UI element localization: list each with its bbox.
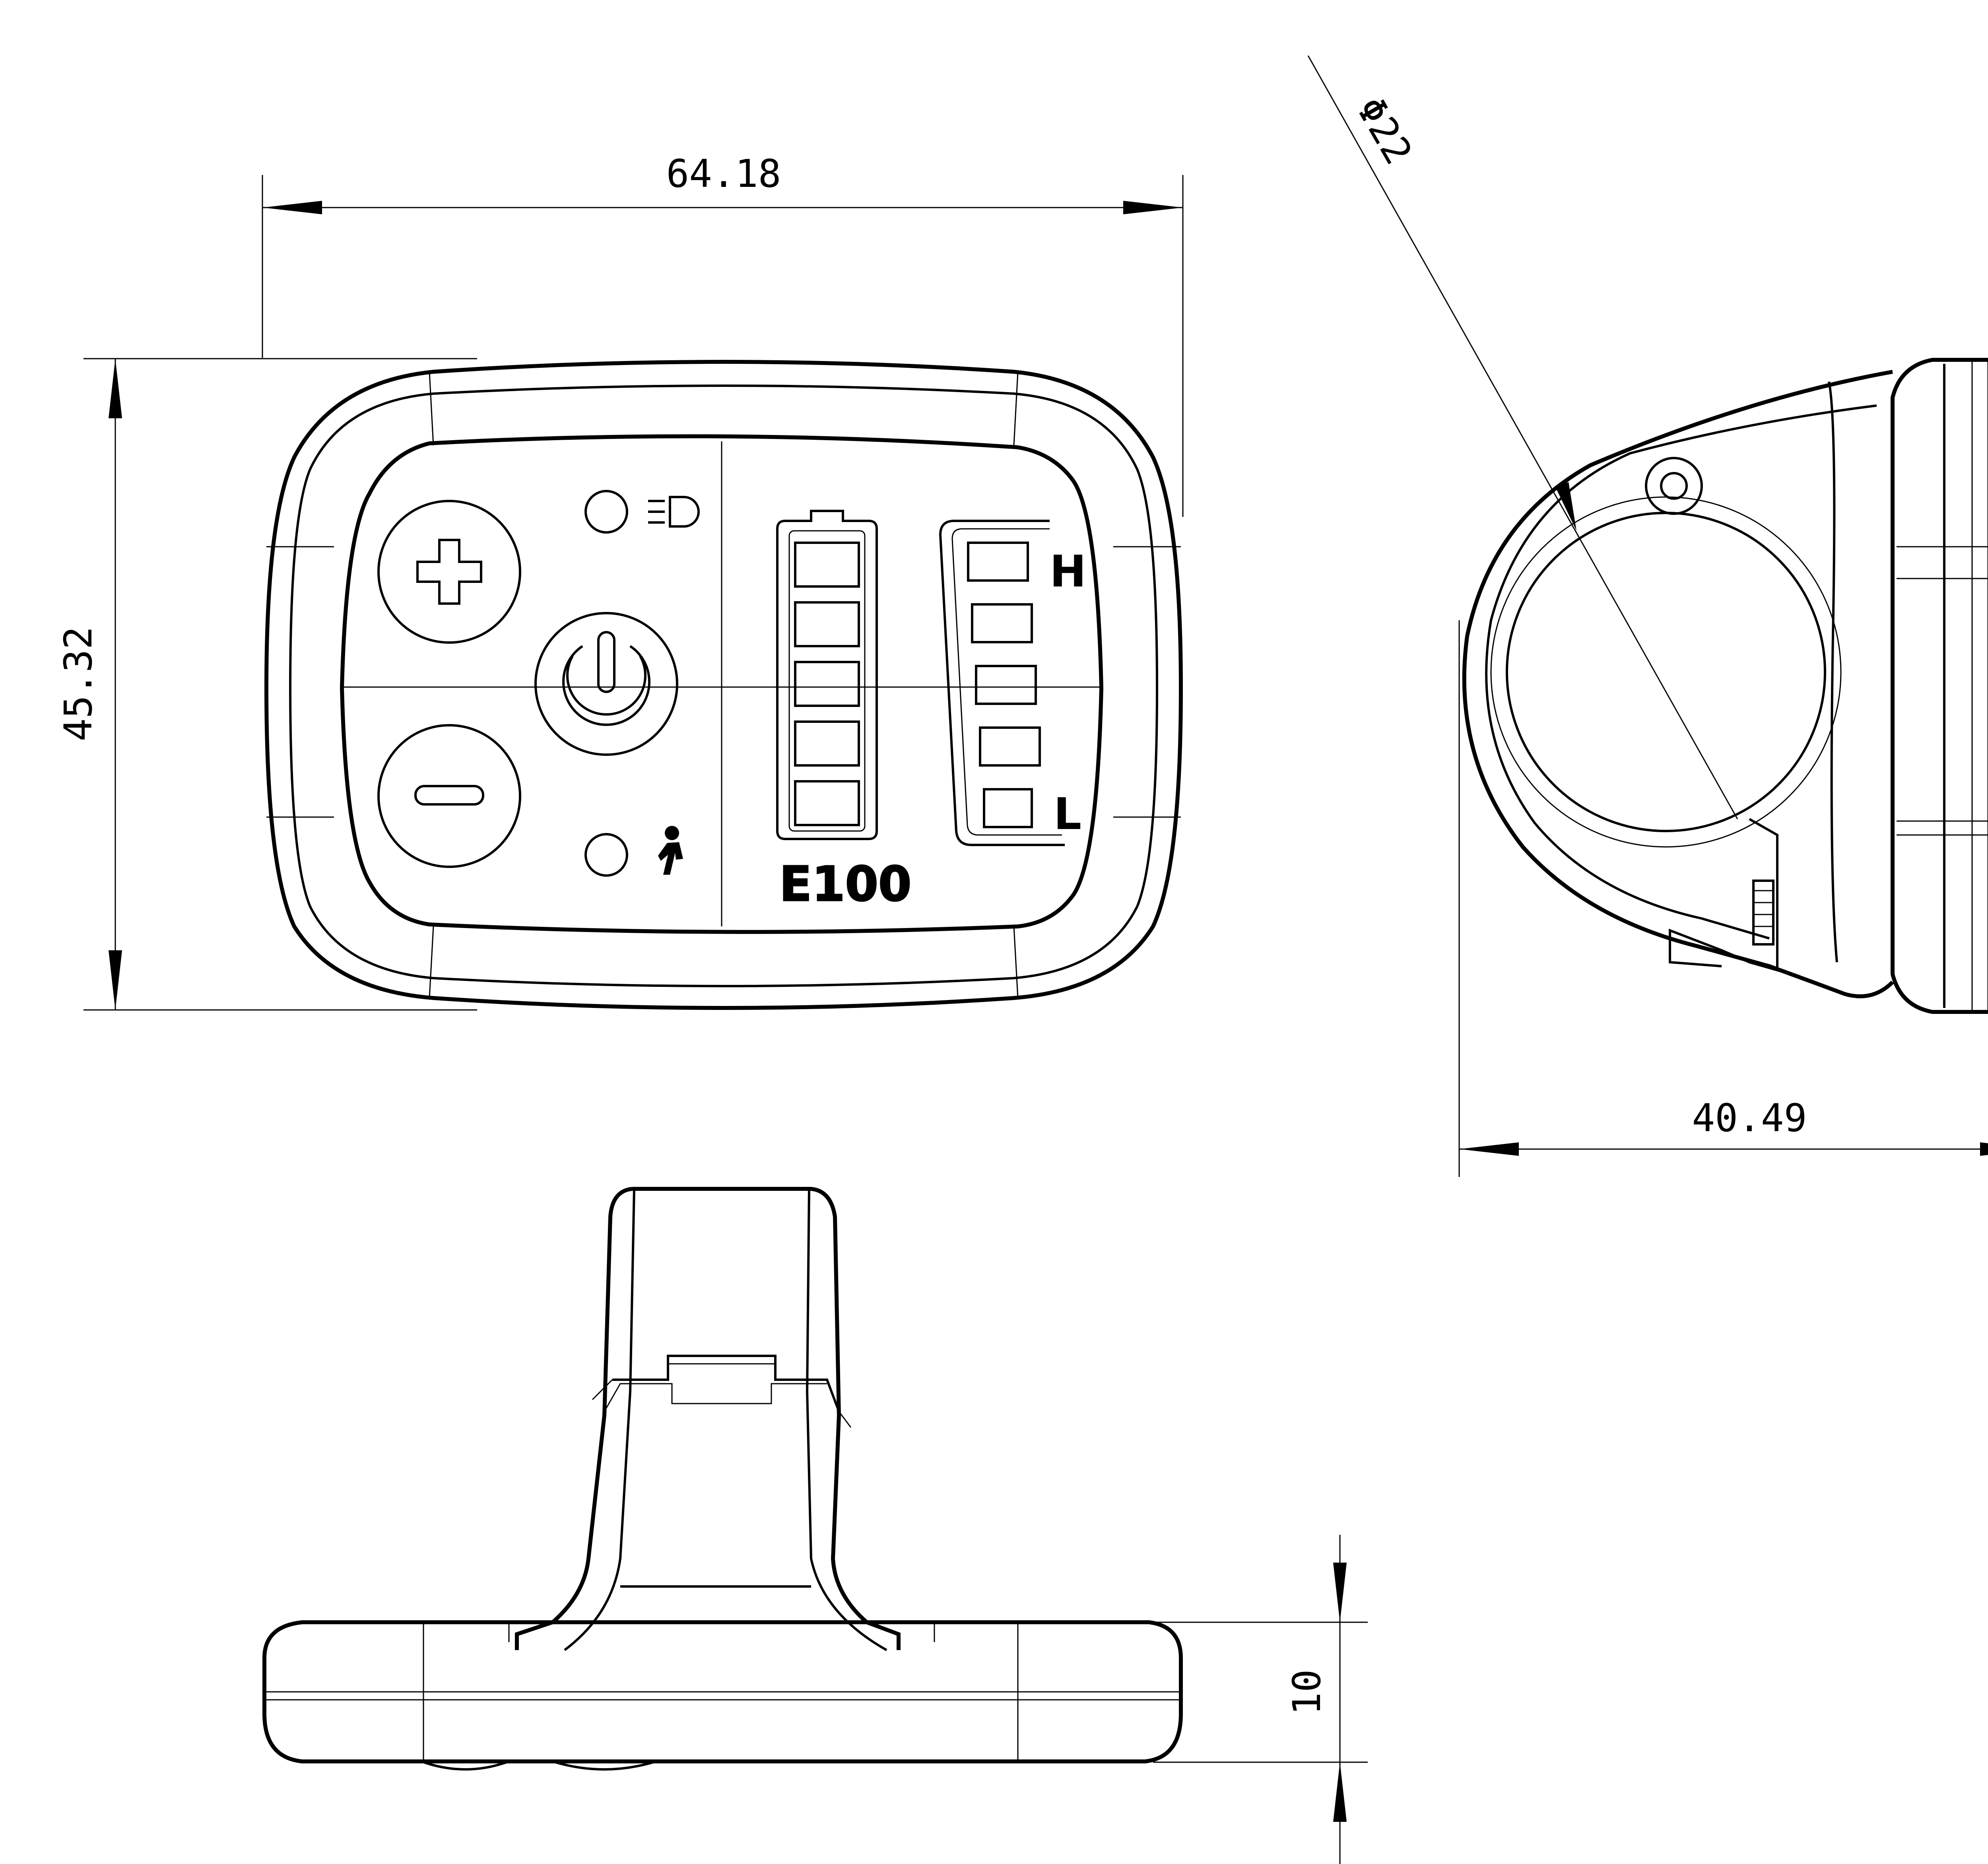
headlight-indicator bbox=[584, 490, 700, 534]
level-bar-5 bbox=[983, 788, 1033, 828]
walk-indicator bbox=[584, 826, 683, 877]
side-clamp-outer bbox=[1462, 370, 1894, 998]
dimension-side-depth: 40.49 bbox=[1458, 620, 1988, 1177]
diameter-arrow bbox=[1556, 482, 1576, 531]
depth-arrow-right bbox=[1980, 1142, 1988, 1156]
level-high-label: H bbox=[1050, 546, 1086, 597]
side-housing-outer bbox=[1891, 358, 1988, 1014]
headlight-led bbox=[584, 490, 628, 534]
handlebar-bore-outline bbox=[1490, 496, 1842, 848]
top-button-bump-2 bbox=[552, 1760, 656, 1771]
battery-cell-3 bbox=[794, 661, 860, 707]
front-view: H L E100 bbox=[264, 360, 1183, 1010]
walk-icon bbox=[658, 826, 683, 875]
level-bracket-outer bbox=[939, 520, 1065, 846]
thickness-arrow-bottom bbox=[1333, 1762, 1347, 1822]
assist-level-gauge: H L bbox=[939, 520, 1086, 846]
width-value: 64.18 bbox=[666, 151, 781, 196]
top-bracket-outline-left bbox=[515, 1187, 633, 1650]
top-bracket-inner-left bbox=[564, 1188, 635, 1651]
battery-gauge bbox=[776, 510, 878, 840]
level-bar-1 bbox=[967, 542, 1029, 582]
clamp-jaw bbox=[1669, 818, 1778, 972]
dimension-height: 45.32 bbox=[56, 358, 477, 1011]
diameter-leader bbox=[1307, 55, 1738, 819]
thickness-value: 10 bbox=[1285, 1669, 1329, 1715]
top-bracket-inner-right bbox=[806, 1188, 887, 1651]
battery-icon bbox=[776, 510, 878, 840]
level-bar-4 bbox=[979, 726, 1041, 767]
clamp-screw bbox=[1752, 880, 1774, 946]
top-view bbox=[262, 1187, 1183, 1771]
level-low-label: L bbox=[1054, 788, 1081, 839]
dimension-width: 64.18 bbox=[262, 151, 1184, 517]
battery-inner bbox=[788, 530, 866, 832]
bumper-seam-top-left bbox=[429, 371, 434, 446]
width-arrow-left bbox=[262, 201, 322, 214]
plus-button[interactable] bbox=[377, 500, 521, 644]
battery-cell-2 bbox=[794, 601, 860, 647]
side-view: Φ22 bbox=[1307, 55, 1988, 1014]
depth-arrow-left bbox=[1459, 1142, 1519, 1156]
minus-icon bbox=[414, 785, 484, 806]
front-face-panel bbox=[340, 434, 1104, 934]
plus-button-rim bbox=[377, 500, 521, 644]
plus-icon bbox=[416, 539, 482, 605]
height-arrow-bottom bbox=[109, 950, 122, 1010]
minus-button-rim bbox=[377, 724, 521, 868]
level-bar-2 bbox=[971, 603, 1033, 643]
handlebar-bore bbox=[1506, 512, 1826, 832]
pivot-hole-inner bbox=[1660, 472, 1688, 500]
level-bracket-inner bbox=[951, 528, 1062, 836]
battery-cell-1 bbox=[794, 542, 860, 588]
top-bracket-slot bbox=[612, 1355, 840, 1412]
dimension-thickness: 10 bbox=[1153, 1535, 1368, 1864]
walk-led bbox=[584, 833, 628, 877]
bumper-seam-bottom-right bbox=[1013, 926, 1019, 998]
headlight-icon bbox=[648, 496, 700, 528]
bumper-seam-top-right bbox=[1013, 371, 1019, 446]
height-arrow-top bbox=[109, 359, 122, 418]
width-arrow-right bbox=[1123, 201, 1183, 214]
model-label: E100 bbox=[779, 857, 911, 912]
power-button-rim bbox=[534, 612, 678, 756]
level-bar-3 bbox=[975, 665, 1037, 705]
battery-cell-5 bbox=[794, 780, 860, 826]
minus-button[interactable] bbox=[377, 724, 521, 868]
bumper-seam-bottom-left bbox=[429, 926, 434, 998]
top-bracket-outline bbox=[632, 1187, 901, 1650]
depth-value: 40.49 bbox=[1692, 1096, 1807, 1140]
side-clamp-inner bbox=[1485, 404, 1877, 940]
top-button-bump-1 bbox=[421, 1760, 510, 1771]
diameter-value: Φ22 bbox=[1348, 90, 1421, 172]
thickness-arrow-top bbox=[1333, 1563, 1347, 1622]
height-value: 45.32 bbox=[56, 627, 101, 742]
pivot-hole-outer bbox=[1645, 457, 1703, 515]
top-housing bbox=[262, 1620, 1183, 1763]
battery-cell-4 bbox=[794, 720, 860, 767]
front-housing-outer bbox=[264, 360, 1183, 1010]
power-button[interactable] bbox=[534, 612, 678, 756]
front-housing-inner bbox=[289, 384, 1159, 987]
power-icon bbox=[562, 631, 650, 726]
side-clamp-arm-seam bbox=[1828, 381, 1838, 963]
